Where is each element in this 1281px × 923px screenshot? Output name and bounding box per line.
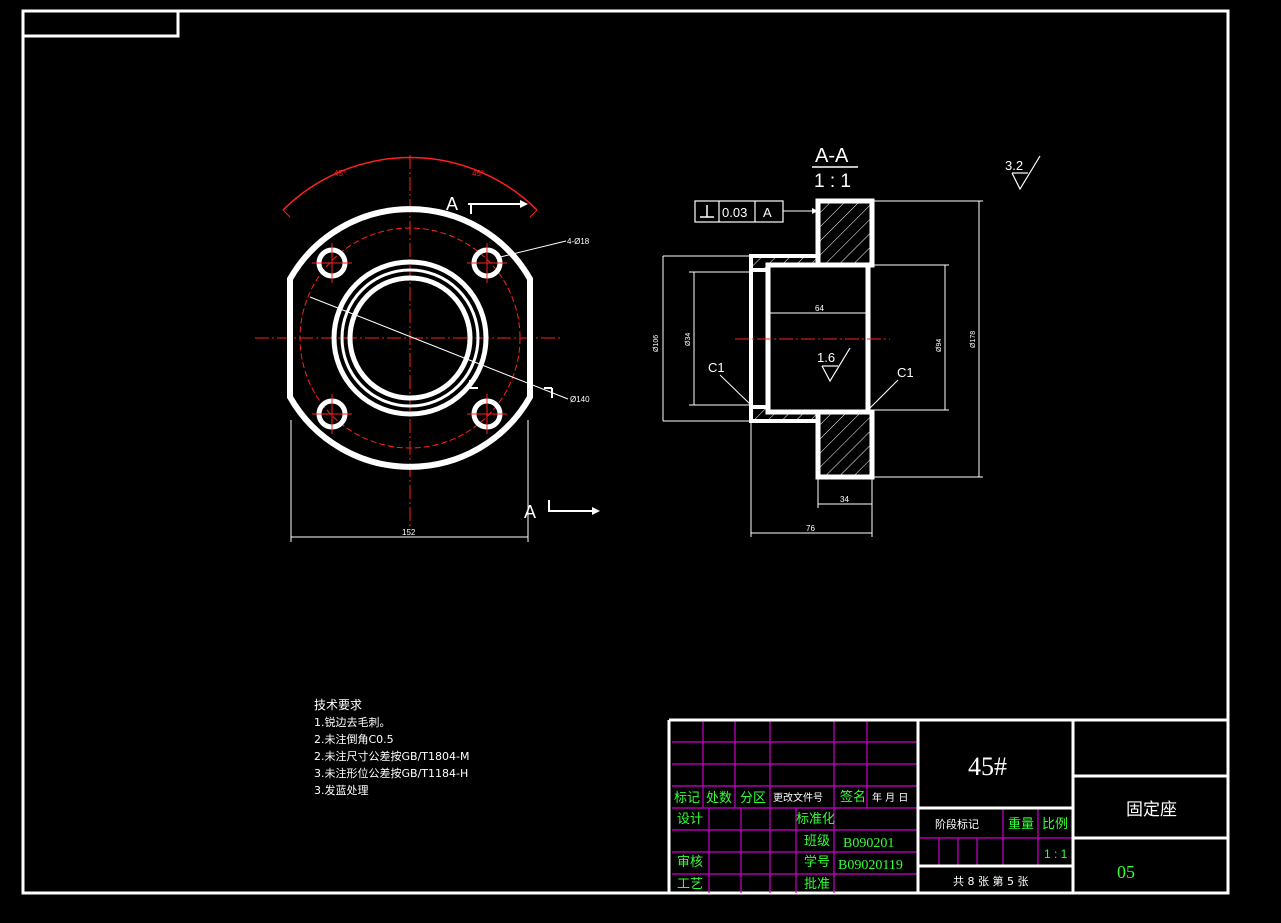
dim-bore: Ø34 xyxy=(685,333,692,346)
approve-label: 批准 xyxy=(804,877,830,892)
roughness-bore-value: 1.6 xyxy=(817,350,835,365)
header-zone: 分区 xyxy=(740,791,766,806)
section-arrowhead-top xyxy=(520,200,528,208)
roughness-main-symbol xyxy=(1011,155,1041,191)
dim-flange-thickness: 34 xyxy=(840,495,849,504)
tech-item: 3.未注形位公差按GB/T1184-H xyxy=(314,766,468,780)
student-value: B09020119 xyxy=(838,858,903,873)
section-mark-top: A xyxy=(446,194,458,214)
part-name: 固定座 xyxy=(1126,800,1177,820)
pcd-leader xyxy=(309,296,569,400)
standard-label: 标准化 xyxy=(796,812,835,827)
process-label: 工艺 xyxy=(677,877,703,892)
pitch-circle xyxy=(299,227,521,449)
weight-label: 重量 xyxy=(1008,816,1034,832)
title-block: 标记 处数 分区 更改文件号 签名 年 月 日 设计 标准化 班级 B09020… xyxy=(667,718,1228,893)
width-dim-label: 152 xyxy=(402,528,416,537)
dim-outer: Ø106 xyxy=(653,335,660,352)
material-label: 45# xyxy=(968,752,1007,781)
section-arrowhead-bottom xyxy=(592,507,600,515)
section-title: A-A xyxy=(815,145,849,167)
bore-outer-circle xyxy=(340,268,480,408)
tech-item: 3.发蓝处理 xyxy=(314,783,369,797)
dim-inner: Ø94 xyxy=(936,339,943,352)
tolerance-value: 0.03 xyxy=(722,205,747,220)
pcd-label: Ø140 xyxy=(570,395,590,404)
stage-label: 阶段标记 xyxy=(935,817,979,831)
tech-item: 2.未注倒角C0.5 xyxy=(314,732,394,746)
holes-leader xyxy=(495,240,567,259)
front-view: 45° 45° 4-Ø18 Ø140 A A xyxy=(255,155,600,542)
arc-leader-left xyxy=(282,209,291,218)
section-scale: 1 : 1 xyxy=(814,171,851,192)
sheet-info: 共 8 张 第 5 张 xyxy=(953,874,1028,888)
angle-label-left: 45° xyxy=(334,169,346,178)
arc-leader-right xyxy=(529,209,538,218)
student-label: 学号 xyxy=(804,854,830,870)
angle-arc xyxy=(282,156,538,211)
roughness-main-value: 3.2 xyxy=(1005,158,1023,173)
corner-box xyxy=(21,9,180,38)
tech-requirements-title: 技术要求 xyxy=(314,698,362,712)
hub-outer-circle xyxy=(331,259,489,417)
roughness-bore-symbol xyxy=(821,347,851,383)
tolerance-datum: A xyxy=(763,205,772,220)
class-value: B090201 xyxy=(843,836,894,851)
header-change-doc: 更改文件号 xyxy=(773,791,823,804)
chamfer-left: C1 xyxy=(708,360,725,375)
header-signature: 签名 xyxy=(840,789,866,805)
review-label: 审核 xyxy=(677,855,703,870)
scale-label: 比例 xyxy=(1042,817,1068,832)
class-label: 班级 xyxy=(804,834,830,849)
scale-value: 1 : 1 xyxy=(1044,847,1068,861)
section-flange-bottom xyxy=(815,409,875,480)
flange-outline xyxy=(287,206,533,470)
header-date: 年 月 日 xyxy=(872,791,908,804)
dim-flange: Ø178 xyxy=(970,331,977,348)
header-count: 处数 xyxy=(706,791,732,806)
dim-bore-length: 64 xyxy=(815,304,824,313)
section-mark-bottom: A xyxy=(524,502,536,522)
angle-label-right: 45° xyxy=(472,169,484,178)
tech-requirements: 技术要求 1.锐边去毛刺。 2.未注倒角C0.5 2.未注尺寸公差按GB/T18… xyxy=(314,698,469,797)
section-view: A-A 1 : 1 3.2 0.03 A 1.6 C1 xyxy=(653,145,1041,537)
header-mark: 标记 xyxy=(674,791,700,806)
chamfer-right: C1 xyxy=(897,365,914,380)
drawing-number: 05 xyxy=(1117,862,1135,882)
tech-item: 2.未注尺寸公差按GB/T1804-M xyxy=(314,749,469,763)
dim-total-length: 76 xyxy=(806,524,815,533)
holes-label: 4-Ø18 xyxy=(567,237,590,246)
bore-inner-circle xyxy=(347,275,473,401)
section-flange-top xyxy=(815,198,875,268)
design-label: 设计 xyxy=(677,812,703,827)
tech-item: 1.锐边去毛刺。 xyxy=(314,715,391,729)
drawing-border xyxy=(21,9,1230,895)
